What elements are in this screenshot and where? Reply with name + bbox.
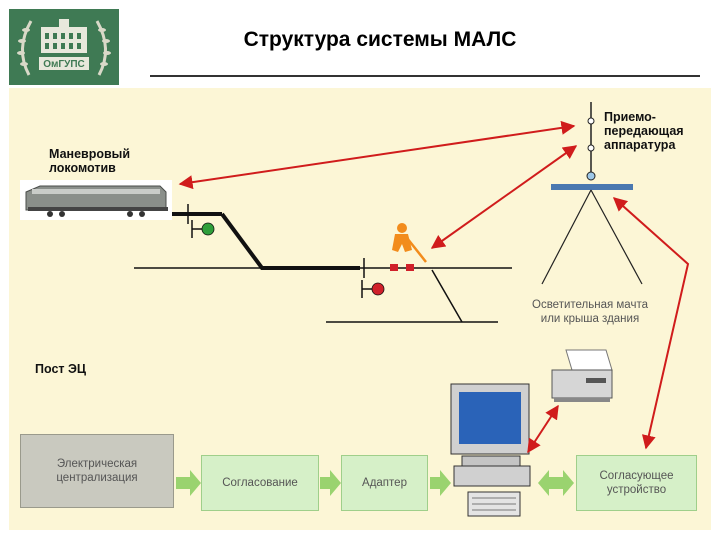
page-title: Структура системы МАЛС bbox=[243, 28, 517, 51]
interlocking-block: Электрическая централизация bbox=[20, 434, 174, 508]
logo-text: ОмГУПС bbox=[43, 59, 84, 70]
track-diagram bbox=[134, 204, 512, 323]
matching-device-block: Согласующее устройство bbox=[576, 455, 697, 511]
printer-icon bbox=[551, 349, 613, 402]
locomotive-image bbox=[20, 180, 172, 220]
green-signal bbox=[191, 220, 215, 238]
computer-icon bbox=[450, 383, 531, 517]
laurel-building-emblem: ОмГУПС bbox=[17, 19, 111, 76]
transceiver-label: Приемо- передающая аппаратура bbox=[604, 110, 684, 152]
red-signal bbox=[361, 280, 385, 298]
locomotive-label: Маневровый локомотив bbox=[49, 147, 131, 175]
coordination-block: Согласование bbox=[201, 455, 319, 511]
adapter-block: Адаптер bbox=[341, 455, 428, 511]
post-label: Пост ЭЦ bbox=[35, 362, 87, 376]
data-flow-arrows bbox=[176, 470, 574, 496]
university-logo: ОмГУПС bbox=[9, 9, 119, 85]
mast-label: Осветительная мачта или крыша здания bbox=[532, 299, 648, 325]
track-worker-icon bbox=[390, 223, 427, 271]
radio-links bbox=[178, 120, 690, 454]
title-divider bbox=[150, 75, 700, 77]
